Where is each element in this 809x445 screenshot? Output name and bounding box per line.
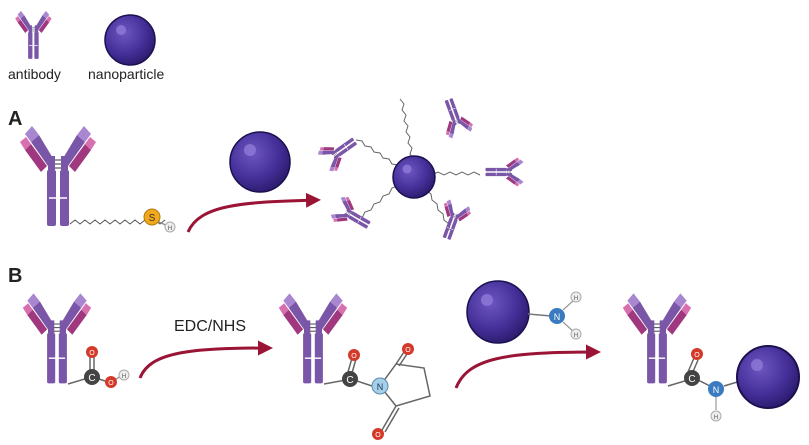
succinimide-ring	[379, 363, 431, 407]
panel-b-label: B	[8, 265, 23, 287]
svg-text:O: O	[351, 353, 357, 360]
svg-text:C: C	[688, 374, 695, 385]
reaction-arrow-a	[186, 192, 321, 233]
nitrogen-atom-amide: N	[708, 381, 724, 397]
svg-text:N: N	[554, 312, 561, 322]
antibody-a-left	[19, 125, 97, 227]
conjugate-a-antibody-lower-right	[432, 197, 474, 244]
reaction-arrow-b1	[138, 340, 273, 379]
conjugate-a-antibody-upper-left	[315, 128, 364, 175]
hydrogen-atom-b-left: H	[118, 369, 130, 381]
reaction-arrow-b2	[454, 344, 601, 389]
hydrogen-atom-amine-bottom: H	[570, 328, 582, 340]
panel-a-label: A	[8, 108, 23, 130]
svg-text:H: H	[574, 296, 578, 302]
antibody-b-left	[22, 292, 92, 385]
svg-text:N: N	[377, 382, 384, 392]
svg-text:H: H	[574, 333, 578, 339]
antibody-b-right	[622, 292, 692, 385]
hydrogen-atom-a: H	[164, 221, 176, 233]
nitrogen-atom-nhs: N	[371, 377, 389, 395]
svg-text:O: O	[108, 380, 114, 387]
antibody-b-middle	[278, 292, 348, 385]
nanoparticle-b-product	[736, 345, 800, 409]
svg-text:C: C	[88, 373, 95, 384]
oxygen-atom-nhs-top: O	[402, 343, 414, 355]
svg-text:H: H	[168, 226, 172, 232]
svg-text:H: H	[122, 374, 126, 380]
legend-antibody-icon	[14, 10, 52, 60]
conjugate-a-antibody-top	[434, 94, 476, 141]
hydrogen-atom-amine-top: H	[570, 291, 582, 303]
carbon-atom-b-middle: C	[342, 371, 358, 387]
conjugate-a-antibody-right	[485, 157, 524, 187]
svg-text:N: N	[713, 385, 720, 395]
svg-text:O: O	[694, 352, 700, 359]
svg-text:S: S	[149, 213, 156, 224]
legend-antibody-label: antibody	[8, 66, 61, 82]
svg-text:C: C	[346, 375, 353, 386]
svg-text:O: O	[375, 432, 381, 439]
conjugate-a-nanoparticle	[392, 155, 436, 199]
svg-text:H: H	[714, 415, 718, 421]
legend-nanoparticle-icon	[104, 14, 156, 66]
nanoparticle-b-reactant	[466, 280, 530, 344]
sulfur-atom: S	[143, 208, 161, 226]
carbon-atom-b-left: C	[84, 369, 100, 385]
oxygen-atom-nhs-bottom: O	[372, 428, 384, 440]
reagent-label: EDC/NHS	[174, 318, 247, 335]
oxygen-atom-b-left-side: O	[105, 376, 117, 388]
oxygen-atom-b-left-top: O	[86, 346, 98, 358]
nitrogen-atom-amine: N	[549, 308, 565, 324]
conjugate-a-antibody-lower-left	[328, 193, 377, 239]
oxygen-atom-b-right: O	[691, 348, 703, 360]
legend-nanoparticle-label: nanoparticle	[88, 66, 165, 82]
carbon-atom-b-right: C	[684, 370, 700, 386]
nanoparticle-a-reactant	[229, 131, 291, 193]
hydrogen-atom-amide: H	[710, 410, 722, 422]
svg-text:O: O	[89, 350, 95, 357]
svg-text:O: O	[405, 347, 411, 354]
oxygen-atom-b-middle: O	[348, 349, 360, 361]
conjugate-a-linkers	[355, 98, 481, 231]
